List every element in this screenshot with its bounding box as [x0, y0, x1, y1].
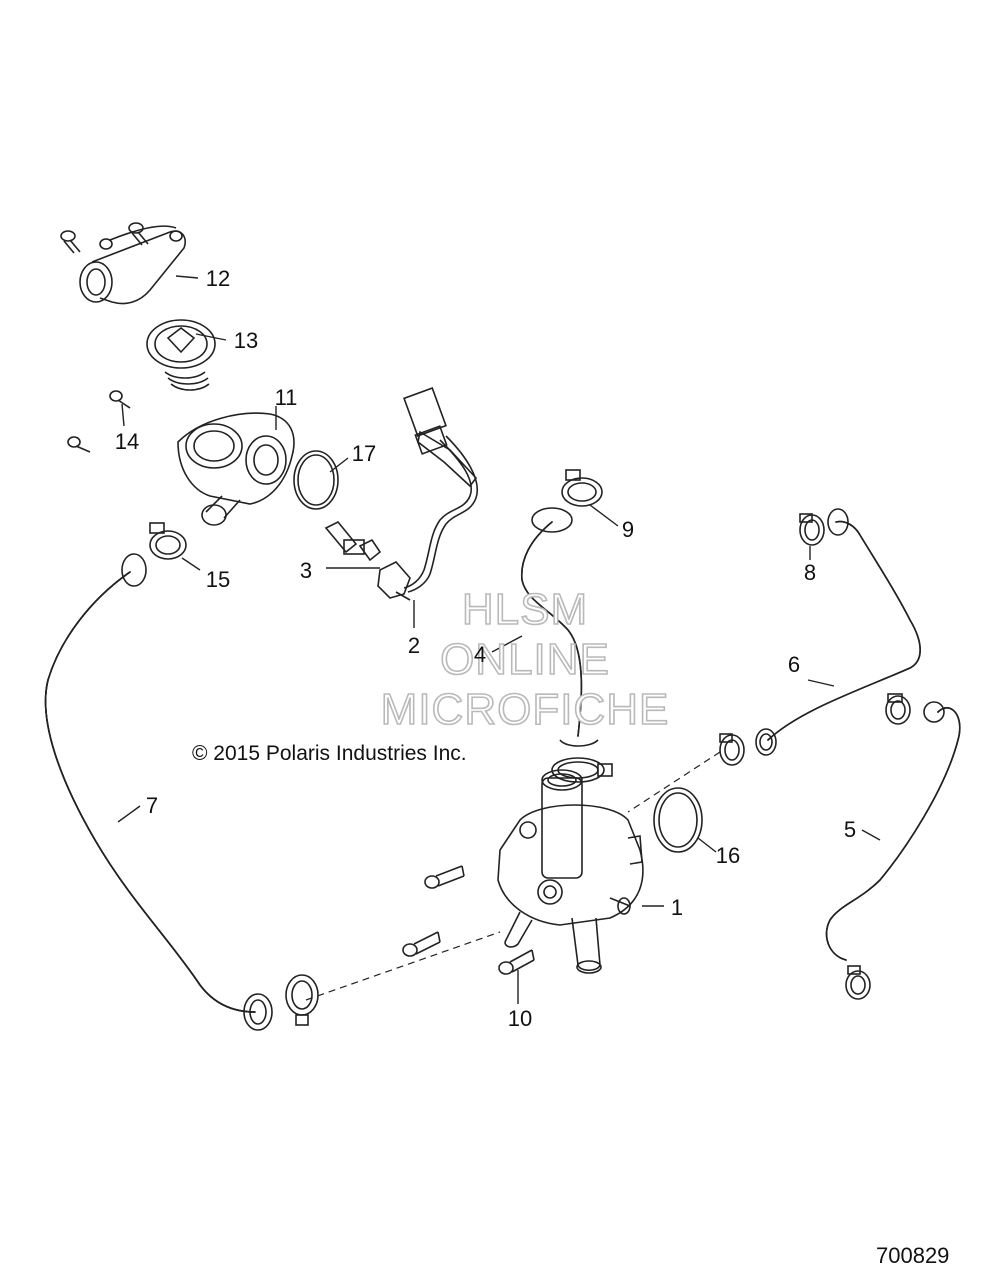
- clamp-15: [149, 522, 187, 560]
- callout-4: 4: [473, 642, 487, 667]
- thermostat-13: [146, 319, 216, 391]
- watermark-line-3: MICROFICHE: [380, 685, 670, 734]
- clamp-hose-6-lower: [719, 733, 745, 766]
- callout-15: 15: [205, 567, 231, 592]
- bolt-14-lower: [67, 436, 91, 453]
- callout-17: 17: [351, 441, 377, 466]
- hose-4: [520, 507, 599, 747]
- bolt-10-middle: [402, 931, 441, 957]
- water-pump-1: [497, 769, 644, 974]
- clamp-8: [799, 513, 825, 546]
- clamp-9: [561, 469, 603, 507]
- callout-16: 16: [715, 843, 741, 868]
- gasket-16: [653, 787, 703, 853]
- temperature-sensor-3: [324, 520, 382, 562]
- hose-7: [44, 553, 273, 1031]
- callout-6: 6: [787, 652, 801, 677]
- callout-2: 2: [407, 633, 421, 658]
- leader-lines: [117, 275, 881, 1004]
- callout-5: 5: [843, 817, 857, 842]
- thermostat-cover-12: [79, 225, 186, 305]
- callout-10: 10: [507, 1006, 533, 1031]
- callout-13: 13: [233, 328, 259, 353]
- callout-1: 1: [670, 895, 684, 920]
- diagram-number: 700829: [876, 1243, 950, 1268]
- clamp-hose-5-upper: [885, 693, 911, 725]
- copyright-notice: © 2015 Polaris Industries Inc.: [192, 742, 467, 765]
- bolt-top-center: [128, 222, 149, 246]
- wire-harness-2: [377, 387, 479, 601]
- callout-12: 12: [205, 266, 231, 291]
- clamp-hose-5-lower: [845, 965, 871, 1000]
- hose-5: [825, 701, 961, 961]
- assembly-lines: [305, 751, 721, 1001]
- callout-11: 11: [274, 385, 298, 410]
- hose-6: [755, 508, 921, 756]
- callout-9: 9: [621, 517, 635, 542]
- bolt-10-upper: [424, 865, 465, 889]
- watermark-line-1: HLSM: [461, 585, 589, 634]
- watermark-line-2: ONLINE: [439, 635, 610, 684]
- callout-7: 7: [145, 793, 159, 818]
- callout-8: 8: [803, 560, 817, 585]
- callout-3: 3: [299, 558, 313, 583]
- bolt-10-lower: [498, 949, 535, 975]
- callout-14: 14: [114, 429, 140, 454]
- bolt-14-upper: [109, 390, 131, 409]
- bolt-top-left: [60, 230, 81, 254]
- thermostat-housing-11: [177, 412, 295, 526]
- o-ring-17: [293, 450, 339, 510]
- clamp-hose-7-lower: [285, 974, 319, 1026]
